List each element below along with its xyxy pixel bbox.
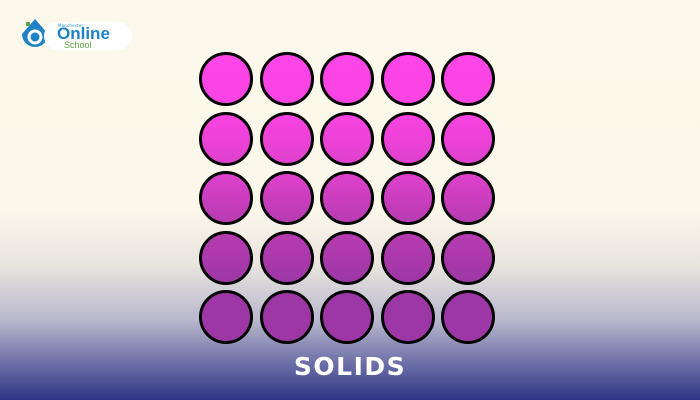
particle-circle bbox=[199, 52, 253, 106]
particle-circle bbox=[441, 171, 495, 225]
particle-circle bbox=[380, 171, 435, 225]
particle-circle bbox=[259, 52, 314, 106]
particle-circle bbox=[380, 290, 435, 344]
particle-circle bbox=[441, 230, 495, 285]
particle-circle bbox=[199, 290, 253, 344]
logo-word-school: School bbox=[64, 40, 92, 50]
particle-circle bbox=[441, 290, 495, 344]
page-title: SOLIDS bbox=[293, 352, 407, 381]
logo-tagline: Manchester bbox=[58, 23, 84, 28]
particle-circle bbox=[380, 52, 435, 106]
logo-drop-icon bbox=[22, 19, 48, 47]
brand-logo: Manchester Online School bbox=[20, 18, 132, 54]
particle-circle bbox=[320, 171, 374, 225]
particle-circle bbox=[320, 290, 374, 344]
particle-circle bbox=[259, 171, 314, 225]
particle-circle bbox=[320, 230, 374, 285]
particle-circle bbox=[199, 111, 253, 166]
logo-badge bbox=[44, 22, 132, 50]
particle-circle bbox=[259, 290, 314, 344]
particle-circle bbox=[259, 111, 314, 166]
particle-grid bbox=[198, 51, 501, 349]
particle-circle bbox=[199, 230, 253, 285]
particle-circle bbox=[441, 52, 495, 106]
particle-circle bbox=[320, 52, 374, 106]
particle-circle bbox=[380, 111, 435, 166]
logo-word-online: Online bbox=[57, 24, 110, 43]
particle-circle bbox=[441, 111, 495, 166]
particle-circle bbox=[320, 111, 374, 166]
particle-circle bbox=[259, 230, 314, 285]
particle-circle bbox=[199, 171, 253, 225]
particle-circle bbox=[380, 230, 435, 285]
